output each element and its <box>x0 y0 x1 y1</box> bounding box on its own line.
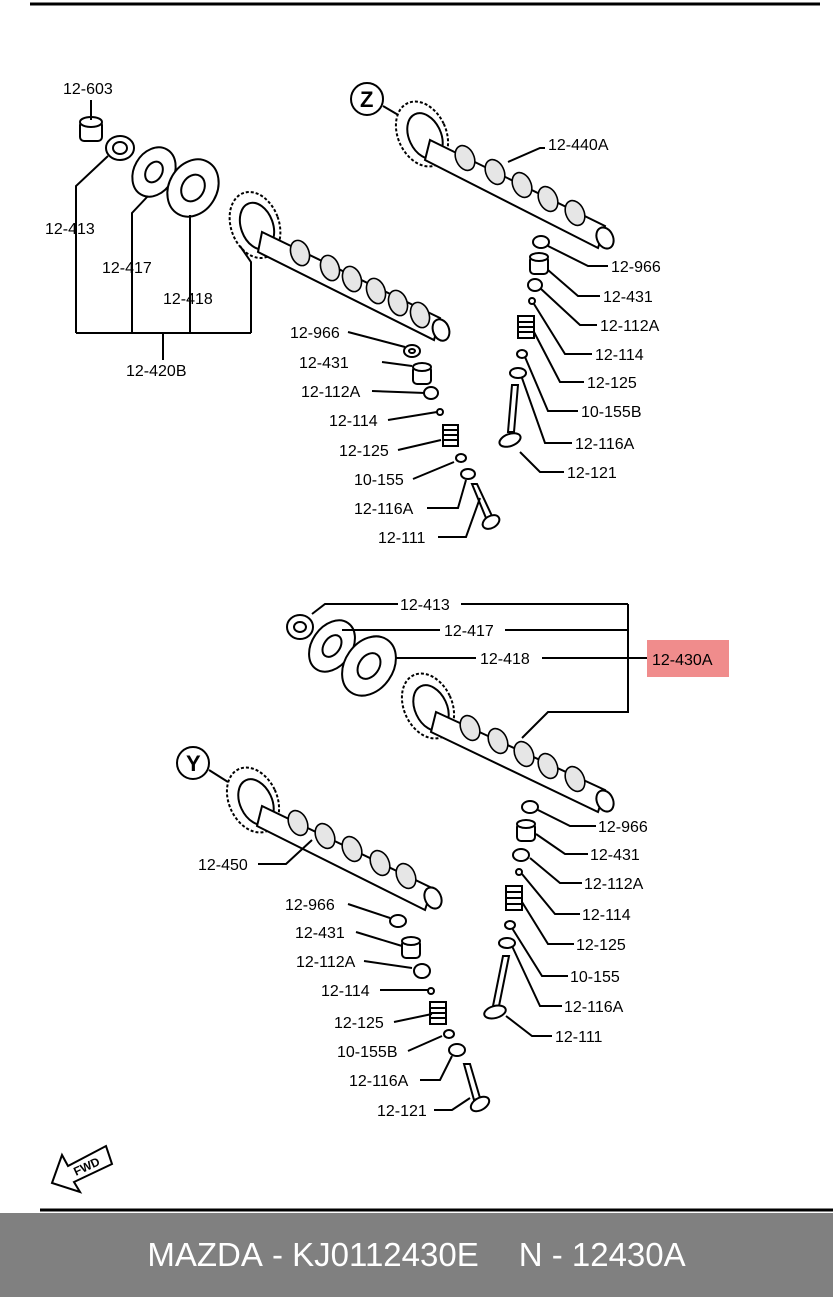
camshaft-part <box>394 100 615 250</box>
label-12-603: 12-603 <box>63 81 113 98</box>
washer-part <box>131 146 177 198</box>
label-12-121: 12-121 <box>567 465 617 482</box>
label-12-417: 12-417 <box>444 623 494 640</box>
label-12-125: 12-125 <box>587 375 637 392</box>
valve-stack-upper-left <box>403 344 501 530</box>
label-12-114: 12-114 <box>595 347 644 364</box>
footer-brand: MAZDA <box>147 1236 263 1273</box>
label-12-450: 12-450 <box>198 857 248 874</box>
fwd-arrow-icon: FWD <box>50 1144 114 1194</box>
label-10-155b: 10-155B <box>337 1044 398 1061</box>
label-12-430a-highlighted: 12-430A <box>652 652 713 669</box>
label-12-125: 12-125 <box>334 1015 384 1032</box>
labels-upper-right: 12-440A 12-966 12-431 12-112A 12-114 12-… <box>548 137 661 482</box>
leader-lines-lower-top <box>311 603 648 739</box>
valve-stack-upper-right <box>498 235 550 448</box>
label-12-116a: 12-116A <box>575 436 635 453</box>
label-12-114: 12-114 <box>582 907 631 924</box>
label-12-431: 12-431 <box>590 847 640 864</box>
labels-lower-left: 12-450 12-966 12-431 12-112A 12-114 12-1… <box>198 857 427 1120</box>
label-12-966: 12-966 <box>598 819 648 836</box>
footer-dash: - <box>262 1236 293 1273</box>
label-12-418: 12-418 <box>480 651 530 668</box>
view-marker-z: Z <box>350 82 401 117</box>
plate-part <box>341 635 397 697</box>
leader-lines-lower-right <box>505 809 596 1037</box>
oil-seal-part <box>286 614 314 640</box>
upper-left-assembly: 12-603 12-413 12-417 12-418 12-420B 12-9… <box>45 81 501 547</box>
valve-stack-lower-left <box>389 914 491 1113</box>
label-12-418: 12-418 <box>163 291 213 308</box>
label-12-431: 12-431 <box>295 925 345 942</box>
exploded-parts-diagram: 12-603 12-413 12-417 12-418 12-420B 12-9… <box>30 2 833 1212</box>
label-12-431: 12-431 <box>603 289 653 306</box>
leader-lines-upper-right <box>507 147 608 473</box>
label-12-112a: 12-112A <box>296 954 356 971</box>
label-10-155b: 10-155B <box>581 404 642 421</box>
labels-lower-right: 12-966 12-431 12-112A 12-114 12-125 10-1… <box>555 819 648 1046</box>
label-10-155: 10-155 <box>354 472 404 489</box>
cap-part <box>79 116 103 142</box>
label-12-440a: 12-440A <box>548 137 609 154</box>
label-12-116a: 12-116A <box>349 1073 409 1090</box>
label-12-431: 12-431 <box>299 355 349 372</box>
label-12-420b: 12-420B <box>126 363 187 380</box>
leader-lines-upper-left <box>75 100 481 538</box>
label-12-121: 12-121 <box>377 1103 427 1120</box>
camshaft-part <box>228 191 451 342</box>
label-12-112a: 12-112A <box>584 876 644 893</box>
highlight-box <box>647 640 729 677</box>
label-12-114: 12-114 <box>329 413 378 430</box>
footer-bar: MAZDA - KJ0112430E N - 12430A <box>0 1213 833 1297</box>
label-10-155: 10-155 <box>570 969 620 986</box>
label-12-966: 12-966 <box>290 325 340 342</box>
label-12-116a: 12-116A <box>354 501 414 518</box>
label-12-125: 12-125 <box>576 937 626 954</box>
label-12-114: 12-114 <box>321 983 370 1000</box>
camshaft-part <box>225 766 443 912</box>
label-12-111: 12-111 <box>555 1029 603 1046</box>
label-12-417: 12-417 <box>102 260 152 277</box>
lower-top-assembly: 12-413 12-417 12-418 12-430A <box>286 597 729 814</box>
label-12-413: 12-413 <box>400 597 450 614</box>
plate-part <box>166 158 220 218</box>
marker-z-label: Z <box>360 87 373 112</box>
label-12-966: 12-966 <box>285 897 335 914</box>
leader-lines-lower-left <box>258 839 471 1111</box>
footer-part-number: KJ0112430E <box>292 1236 479 1273</box>
upper-right-assembly: Z <box>350 82 661 482</box>
marker-y-label: Y <box>186 751 201 776</box>
label-12-413: 12-413 <box>45 221 95 238</box>
labels-lower-top: 12-413 12-417 12-418 12-430A <box>400 597 713 669</box>
view-marker-y: Y <box>176 746 229 783</box>
label-12-125: 12-125 <box>339 443 389 460</box>
camshaft-part <box>400 672 615 814</box>
labels-upper-left: 12-603 12-413 12-417 12-418 12-420B 12-9… <box>45 81 426 547</box>
oil-seal-part <box>105 135 135 161</box>
lower-left-assembly: Y <box>176 746 491 1120</box>
label-12-111: 12-111 <box>378 530 426 547</box>
label-12-116a: 12-116A <box>564 999 624 1016</box>
footer-ref: N - 12430A <box>518 1236 686 1273</box>
lower-right-assembly: 12-966 12-431 12-112A 12-114 12-125 10-1… <box>483 800 648 1046</box>
label-12-112a: 12-112A <box>301 384 361 401</box>
label-12-112a: 12-112A <box>600 318 660 335</box>
valve-stack-lower-right <box>483 800 539 1020</box>
label-12-966: 12-966 <box>611 259 661 276</box>
